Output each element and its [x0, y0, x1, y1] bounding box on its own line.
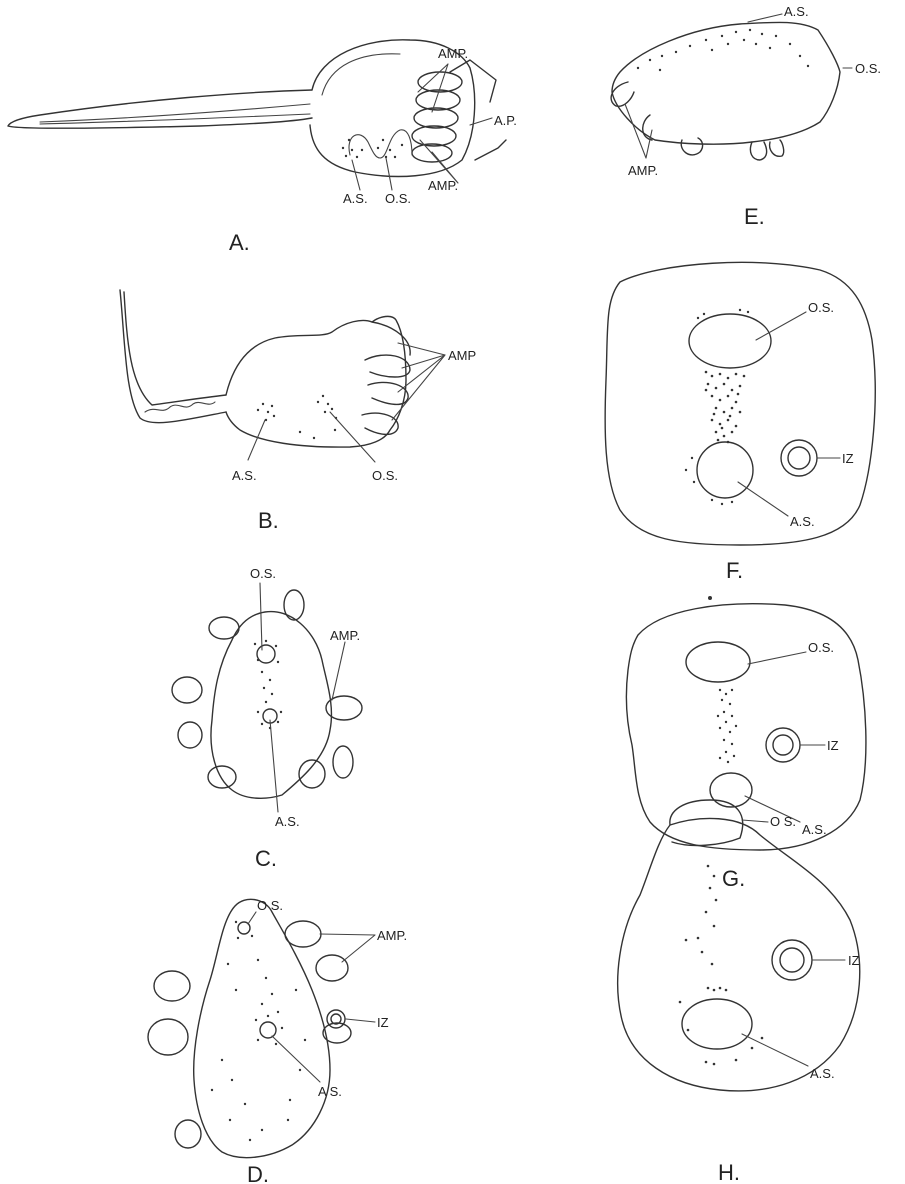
figure-d-stipple: [211, 921, 306, 1141]
figure-f-body: [605, 262, 875, 545]
figure-h-atrial-siphon: [682, 999, 752, 1049]
figure-c-stipple: [254, 640, 282, 729]
figure-b-trunk: [226, 316, 406, 447]
figure-d-leaders: [248, 912, 375, 1082]
figure-b-tail: [120, 290, 226, 423]
figure-e-stipple: [637, 29, 809, 71]
figure-g-iz-outer: [766, 728, 800, 762]
figure-e: A.S. O.S. AMP. E.: [611, 4, 881, 229]
figure-a-label-os: O.S.: [385, 191, 411, 206]
figure-b: AMP A.S. O.S. B.: [120, 290, 476, 533]
figure-b-stipple: [257, 395, 337, 439]
figure-b-label-os: O.S.: [372, 468, 398, 483]
figure-d-iz-outer: [327, 1010, 345, 1028]
figure-a-label-amp-top: AMP.: [438, 46, 468, 61]
figure-d-label-as: A S.: [318, 1084, 342, 1099]
figure-h-label-os: O S.: [770, 814, 796, 829]
figure-f-label-iz: IZ: [842, 451, 854, 466]
figure-a-notochord: [40, 104, 310, 124]
figure-a-label-ap: A.P.: [494, 113, 517, 128]
figure-c-label-as: A.S.: [275, 814, 300, 829]
figure-e-label-as: A.S.: [784, 4, 809, 19]
figure-b-notochord: [145, 402, 215, 412]
figure-e-ampullae: [611, 82, 784, 160]
figure-e-caption: E.: [744, 204, 765, 229]
figure-a-tail: [8, 90, 312, 128]
figure-f-label-os: O.S.: [808, 300, 834, 315]
figure-f-atrial-siphon: [697, 442, 753, 498]
figure-d-body: [194, 899, 330, 1157]
figure-d-label-os: O S.: [257, 898, 283, 913]
figure-h-iz-outer: [772, 940, 812, 980]
figure-f-endostyle-stipple: [705, 371, 746, 444]
figure-h-label-as: A.S.: [810, 1066, 835, 1081]
figure-a-ampullae: [412, 72, 462, 162]
figure-b-caption: B.: [258, 508, 279, 533]
figure-g-label-os: O.S.: [808, 640, 834, 655]
figure-f-oral-siphon: [689, 314, 771, 368]
figure-d-ampullae: [148, 921, 351, 1148]
figure-e-label-os: O.S.: [855, 61, 881, 76]
figure-a-label-as: A.S.: [343, 191, 368, 206]
figure-f-caption: F.: [726, 558, 743, 583]
figure-c-body: [211, 612, 331, 799]
figure-g-label-as: A.S.: [802, 822, 827, 837]
figure-c-caption: C.: [255, 846, 277, 871]
figure-g-caption: G.: [722, 866, 745, 891]
figure-h-body: [618, 818, 860, 1091]
figure-e-body: [612, 22, 840, 144]
figure-b-label-amp: AMP: [448, 348, 476, 363]
figure-a-inner-folds: [349, 130, 412, 158]
figure-a-stipple: [342, 139, 403, 158]
figure-d-caption: D.: [247, 1162, 269, 1184]
figure-b-leaders: [248, 343, 445, 462]
figure-h-label-iz: IZ: [848, 953, 860, 968]
figure-a-label-amp-bottom: AMP.: [428, 178, 458, 193]
stray-dot: [708, 596, 712, 600]
figure-d-label-amp: AMP.: [377, 928, 407, 943]
figure-f-stipple: [685, 309, 749, 505]
figure-h-iz-inner: [780, 948, 804, 972]
figure-h-stipple: [679, 865, 764, 1066]
figure-d-atrial-siphon: [260, 1022, 276, 1038]
figure-f-leaders: [738, 312, 840, 516]
figure-e-label-amp: AMP.: [628, 163, 658, 178]
figure-c: O.S. AMP. A.S. C.: [172, 566, 362, 871]
figure-h-leaders: [742, 820, 845, 1066]
figure-f-iz-inner: [788, 447, 810, 469]
figure-g-label-iz: IZ: [827, 738, 839, 753]
figure-e-leaders: [625, 14, 852, 158]
figure-c-ampullae: [172, 590, 362, 788]
figure-g-iz-inner: [773, 735, 793, 755]
figure-g: O.S. IZ A.S. G.: [626, 604, 866, 891]
figure-d-label-iz: IZ: [377, 1015, 389, 1030]
figure-a-inner-outline: [322, 54, 400, 95]
figure-f-iz-outer: [781, 440, 817, 476]
figure-g-atrial-siphon: [710, 773, 752, 807]
figure-b-label-as: A.S.: [232, 468, 257, 483]
figure-c-oral-siphon: [257, 645, 275, 663]
figure-h-caption: H.: [718, 1160, 740, 1184]
figure-h: O S. IZ A.S. H.: [618, 800, 860, 1184]
figure-c-label-os: O.S.: [250, 566, 276, 581]
figure-g-oral-siphon: [686, 642, 750, 682]
figure-g-leaders: [745, 652, 825, 822]
figure-d: O S. AMP. IZ A S. D.: [148, 898, 407, 1184]
figure-f: O.S. IZ A.S. F.: [605, 262, 875, 583]
figure-a-caption: A.: [229, 230, 250, 255]
figure-f-label-as: A.S.: [790, 514, 815, 529]
figure-a-papillae-frame: [450, 60, 506, 160]
figure-g-endostyle-stipple: [717, 689, 737, 763]
figure-c-label-amp: AMP.: [330, 628, 360, 643]
figure-a: AMP. A.P. AMP. A.S. O.S. A.: [8, 40, 517, 255]
